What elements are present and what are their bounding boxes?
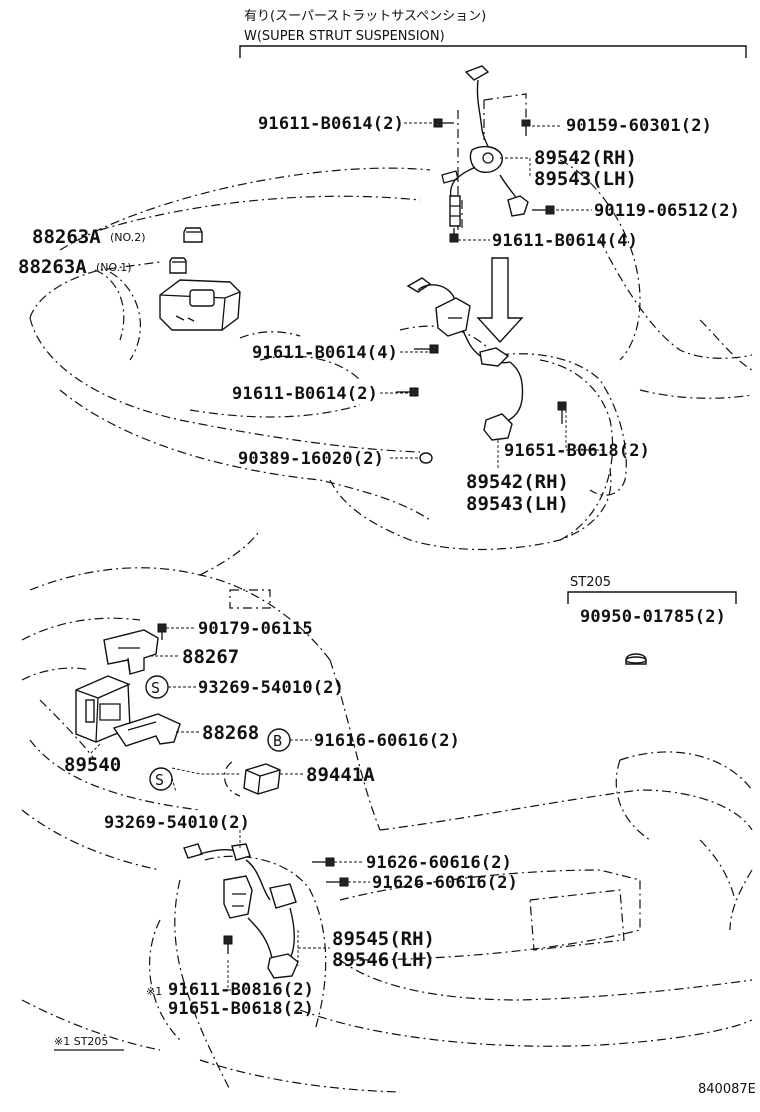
- label-91611-b0614-2-mid: 91611-B0614(2): [232, 384, 378, 404]
- label-89545-rh: 89545(RH): [332, 928, 435, 950]
- label-89542-rh-top: 89542(RH): [534, 147, 637, 169]
- label-91611-b0614-4-mid: 91611-B0614(4): [252, 343, 398, 363]
- label-89540: 89540: [64, 754, 121, 776]
- bolt-icon: [396, 344, 567, 464]
- svg-text:B: B: [273, 732, 282, 750]
- circle-s-marker-2: S: [149, 767, 173, 791]
- label-91616-60616: 91616-60616(2): [314, 731, 460, 751]
- label-91611-b0614-2-top: 91611-B0614(2): [258, 114, 404, 134]
- header-bracket: [239, 45, 747, 58]
- header-en: W(SUPER STRUT SUSPENSION): [244, 29, 445, 44]
- g-sensor: [223, 761, 281, 797]
- label-89543-lh-mid: 89543(LH): [466, 493, 569, 515]
- note-no1: (NO.1): [96, 261, 132, 274]
- relay-no2: [183, 227, 203, 243]
- label-90119-06512: 90119-06512(2): [594, 201, 740, 221]
- label-91626-60616-a: 91626-60616(2): [366, 853, 512, 873]
- label-89542-rh-mid: 89542(RH): [466, 471, 569, 493]
- label-91651-b0618-bottom: 91651-B0618(2): [168, 999, 314, 1019]
- label-89543-lh-top: 89543(LH): [534, 168, 637, 190]
- label-89441a: 89441A: [306, 764, 375, 786]
- bracket-88267: [103, 629, 159, 675]
- circle-b-marker: B: [267, 728, 291, 752]
- bolt-icon: [223, 857, 349, 954]
- label-88267: 88267: [182, 646, 239, 668]
- footnote: ※1 ST205: [54, 1035, 108, 1048]
- label-93269-54010-bottom: 93269-54010(2): [104, 813, 250, 833]
- st205-label: ST205: [570, 575, 611, 590]
- down-arrow-icon: [476, 257, 524, 344]
- relay-no1: [169, 257, 187, 274]
- bolt-icon: [157, 623, 167, 640]
- bracket-88268: [112, 713, 181, 747]
- label-88263a-no1: 88263A: [18, 256, 87, 278]
- sensor-super-strut: [441, 65, 529, 230]
- label-88268: 88268: [202, 722, 259, 744]
- label-91611-b0816: 91611-B0816(2): [168, 980, 314, 1000]
- label-89546-lh: 89546(LH): [332, 949, 435, 971]
- note-no2: (NO.2): [110, 231, 146, 244]
- label-90159-60301: 90159-60301(2): [566, 116, 712, 136]
- rear-body-outline: [21, 529, 753, 1093]
- leader-lines: [150, 122, 606, 991]
- svg-text:S: S: [151, 679, 160, 697]
- label-90950-01785: 90950-01785(2): [580, 607, 726, 627]
- label-93269-54010-top: 93269-54010(2): [198, 678, 344, 698]
- header-jp: 有り(スーパーストラットサスペンション): [244, 9, 486, 24]
- label-91651-b0618-mid: 91651-B0618(2): [504, 441, 650, 461]
- svg-text:S: S: [155, 771, 164, 789]
- front-body-outline: [29, 159, 753, 551]
- label-90179-06115: 90179-06115: [198, 619, 313, 639]
- note-mark-1: ※1: [146, 985, 162, 998]
- diagram-code: 840087E: [698, 1082, 756, 1097]
- sensor-standard: [406, 277, 524, 441]
- circle-s-marker-1: S: [145, 675, 169, 699]
- bolt-icon: [433, 118, 555, 243]
- plug-icon: [625, 653, 647, 665]
- sensor-rear: [183, 843, 299, 979]
- label-91611-b0614-4-top: 91611-B0614(4): [492, 231, 638, 251]
- junction-box: [159, 279, 241, 331]
- st205-bracket: [567, 591, 737, 604]
- leader-lines-lower: [89, 743, 240, 793]
- label-91626-60616-b: 91626-60616(2): [372, 873, 518, 893]
- label-88263a-no2: 88263A: [32, 226, 101, 248]
- label-90389-16020: 90389-16020(2): [238, 449, 384, 469]
